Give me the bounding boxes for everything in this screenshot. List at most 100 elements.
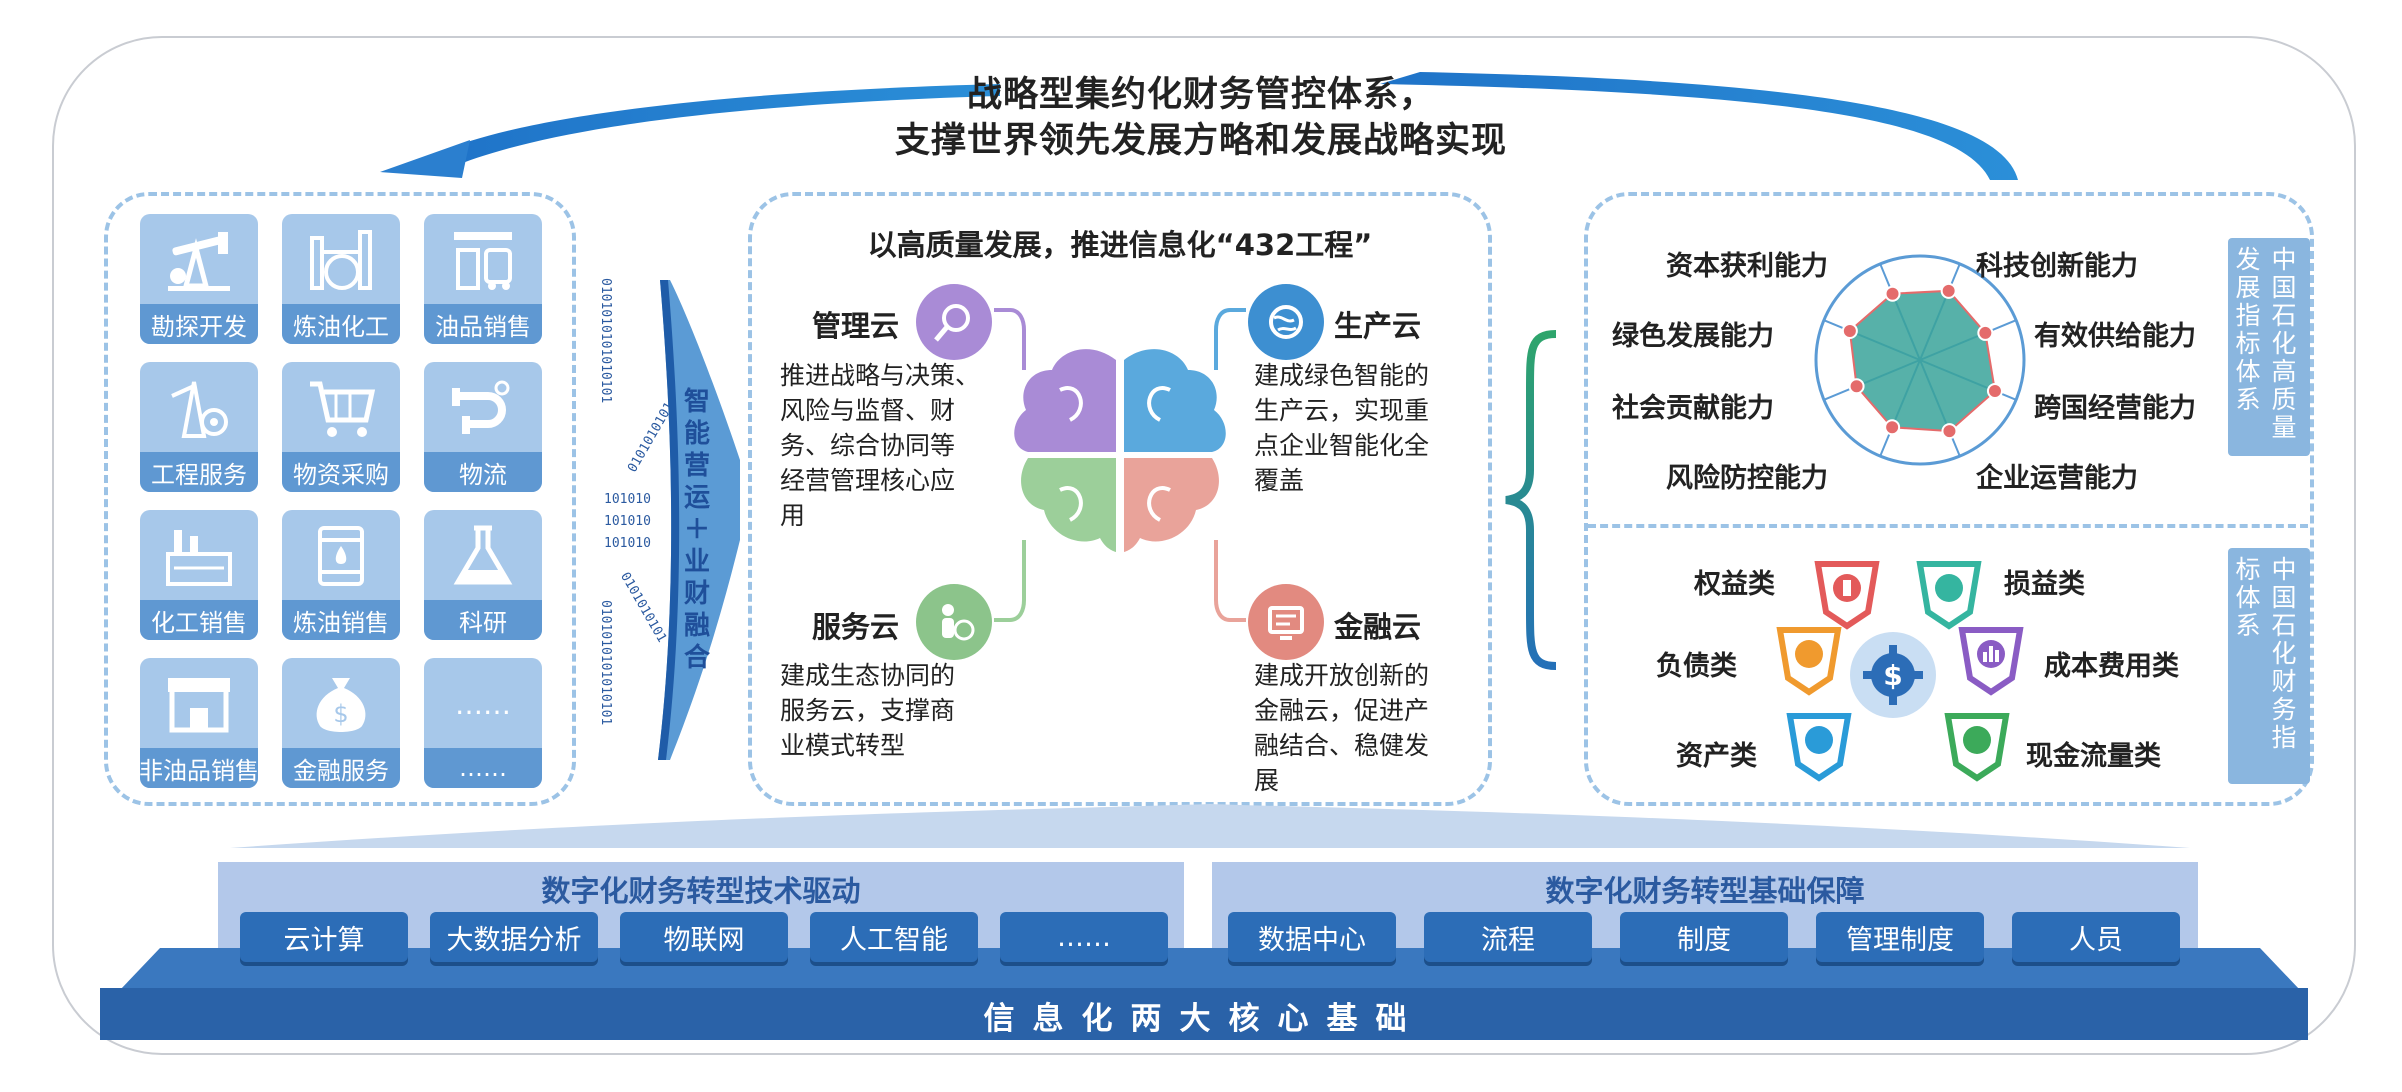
tile-label: …… <box>424 748 542 788</box>
binary-stream-3: 101010 <box>604 492 651 507</box>
radar-label: 科技创新能力 <box>1976 251 2138 282</box>
radar-point <box>1986 383 2003 400</box>
tile-label: 科研 <box>424 600 542 640</box>
platform-shadow <box>230 804 2190 848</box>
tile-financial-services: $ 金融服务 <box>282 658 400 788</box>
radar-label: 资本获利能力 <box>1666 251 1828 282</box>
binary-stream-4: 101010 <box>604 514 651 529</box>
profit-loss-icon <box>1916 561 1982 630</box>
tech-item-bigdata: 大数据分析 <box>430 912 598 962</box>
shopping-cart-icon <box>282 362 400 454</box>
tile-label: 金融服务 <box>282 748 400 788</box>
tech-item-ai: 人工智能 <box>810 912 978 962</box>
svg-text:$: $ <box>333 700 348 728</box>
binary-stream-1: 0101010101010101 <box>598 278 613 404</box>
user-globe-icon <box>916 584 992 660</box>
pipeline-icon <box>424 362 542 454</box>
radar-label: 社会贡献能力 <box>1612 393 1774 424</box>
finance-category: 现金流量类 <box>2026 741 2161 772</box>
tile-label: 勘探开发 <box>140 304 258 344</box>
base-item-personnel: 人员 <box>2012 912 2180 962</box>
radar-point <box>1941 423 1958 440</box>
tech-item-more: …… <box>1000 912 1168 962</box>
radar-label: 有效供给能力 <box>2034 321 2196 352</box>
tile-label: 物流 <box>424 452 542 492</box>
funnel-label: 智能营运＋业财融合 <box>683 387 710 673</box>
liability-icon <box>1776 627 1842 696</box>
tile-exploration: 勘探开发 <box>140 214 258 344</box>
cash-flow-icon <box>1944 713 2010 782</box>
strategy-arrow <box>380 72 2018 180</box>
store-icon <box>140 658 258 750</box>
radar-label: 跨国经营能力 <box>2034 393 2196 424</box>
tile-fuel-sales: 油品销售 <box>424 214 542 344</box>
cloud-service-text: 建成生态协同的服务云，支撑商业模式转型 <box>780 661 956 760</box>
refinery-icon <box>282 214 400 306</box>
tile-chemical-sales: 化工销售 <box>140 510 258 640</box>
radar-chart <box>1814 254 2026 466</box>
finance-gear-icon: $ <box>1850 632 1936 718</box>
factory-icon <box>140 510 258 602</box>
tile-label: 化工销售 <box>140 600 258 640</box>
funnel-arrow-icon <box>658 280 740 760</box>
radar-label: 企业运营能力 <box>1976 463 2138 494</box>
tech-item-iot: 物联网 <box>620 912 788 962</box>
base-item-system: 制度 <box>1620 912 1788 962</box>
asset-icon <box>1786 713 1852 782</box>
center-title: 以高质量发展，推进信息化“432工程” <box>867 228 1373 262</box>
globe-gear-icon <box>1248 284 1324 360</box>
header-line2: 支撑世界领先发展方略和发展战略实现 <box>894 121 1507 161</box>
curly-brace-icon <box>1505 330 1557 670</box>
panel-divider <box>1588 524 2308 528</box>
base-item-mgmt-system: 管理制度 <box>1816 912 1984 962</box>
finance-category: 成本费用类 <box>2044 651 2179 682</box>
tile-non-oil-sales: 非油品销售 <box>140 658 258 788</box>
radar-point <box>1940 282 1957 299</box>
money-bag-icon: $ <box>282 658 400 750</box>
tile-procurement: 物资采购 <box>282 362 400 492</box>
core-foundation-label: 信息化两大核心基础 <box>983 1000 1425 1037</box>
side-label-col-left: 标体系 <box>2235 555 2261 640</box>
base-item-datacenter: 数据中心 <box>1228 912 1396 962</box>
tech-item-cloud: 云计算 <box>240 912 408 962</box>
side-label-col-right: 中国石化财务指 <box>2271 555 2297 752</box>
finance-category: 权益类 <box>1694 569 1775 600</box>
flask-icon <box>424 510 542 602</box>
center-panel <box>748 192 1492 806</box>
pumpjack-icon <box>140 214 258 306</box>
ellipsis-icon: …… <box>455 687 511 721</box>
finance-side-label: 标体系 中国石化财务指 <box>2228 548 2310 784</box>
finance-category: 资产类 <box>1676 741 1757 772</box>
oil-barrel-icon <box>282 510 400 602</box>
radar-point <box>1841 322 1858 339</box>
cloud-production-text: 建成绿色智能的生产云，实现重点企业智能化全覆盖 <box>1254 361 1430 495</box>
tile-label: 非油品销售 <box>140 748 258 788</box>
cloud-management-text: 推进战略与决策、风险与监督、财务、综合协同等经营管理核心应用 <box>780 361 981 530</box>
cloud-management-title: 管理云 <box>812 309 900 343</box>
cloud-production-title: 生产云 <box>1334 309 1422 343</box>
cloud-connectors <box>994 308 1246 622</box>
tile-label: 物资采购 <box>282 452 400 492</box>
brain-icon <box>1014 349 1226 552</box>
radar-label: 风险防控能力 <box>1666 463 1828 494</box>
radar-point <box>1884 419 1901 436</box>
binary-stream-7: 0101010101010101 <box>598 600 613 726</box>
radar-point <box>1848 378 1865 395</box>
side-label-col-left: 发展指标体系 <box>2235 245 2261 414</box>
cloud-finance-text: 建成开放创新的金融云，促进产融结合、稳健发展 <box>1254 661 1430 795</box>
tile-refining: 炼油化工 <box>282 214 400 344</box>
svg-text:$: $ <box>1883 659 1902 692</box>
magnifier-icon <box>916 284 992 360</box>
gas-station-icon <box>424 214 542 306</box>
side-label-col-right: 中国石化高质量 <box>2271 245 2297 442</box>
tile-label: 工程服务 <box>140 452 258 492</box>
base-item-process: 流程 <box>1424 912 1592 962</box>
tile-oil-sales: 炼油销售 <box>282 510 400 640</box>
radar-point <box>1977 324 1994 341</box>
tech-drive-title: 数字化财务转型技术驱动 <box>541 874 861 908</box>
tile-research: 科研 <box>424 510 542 640</box>
cloud-service-title: 服务云 <box>812 610 900 644</box>
tile-more: …… …… <box>424 658 542 788</box>
cloud-finance-title: 金融云 <box>1334 610 1422 644</box>
tile-label: 炼油销售 <box>282 600 400 640</box>
